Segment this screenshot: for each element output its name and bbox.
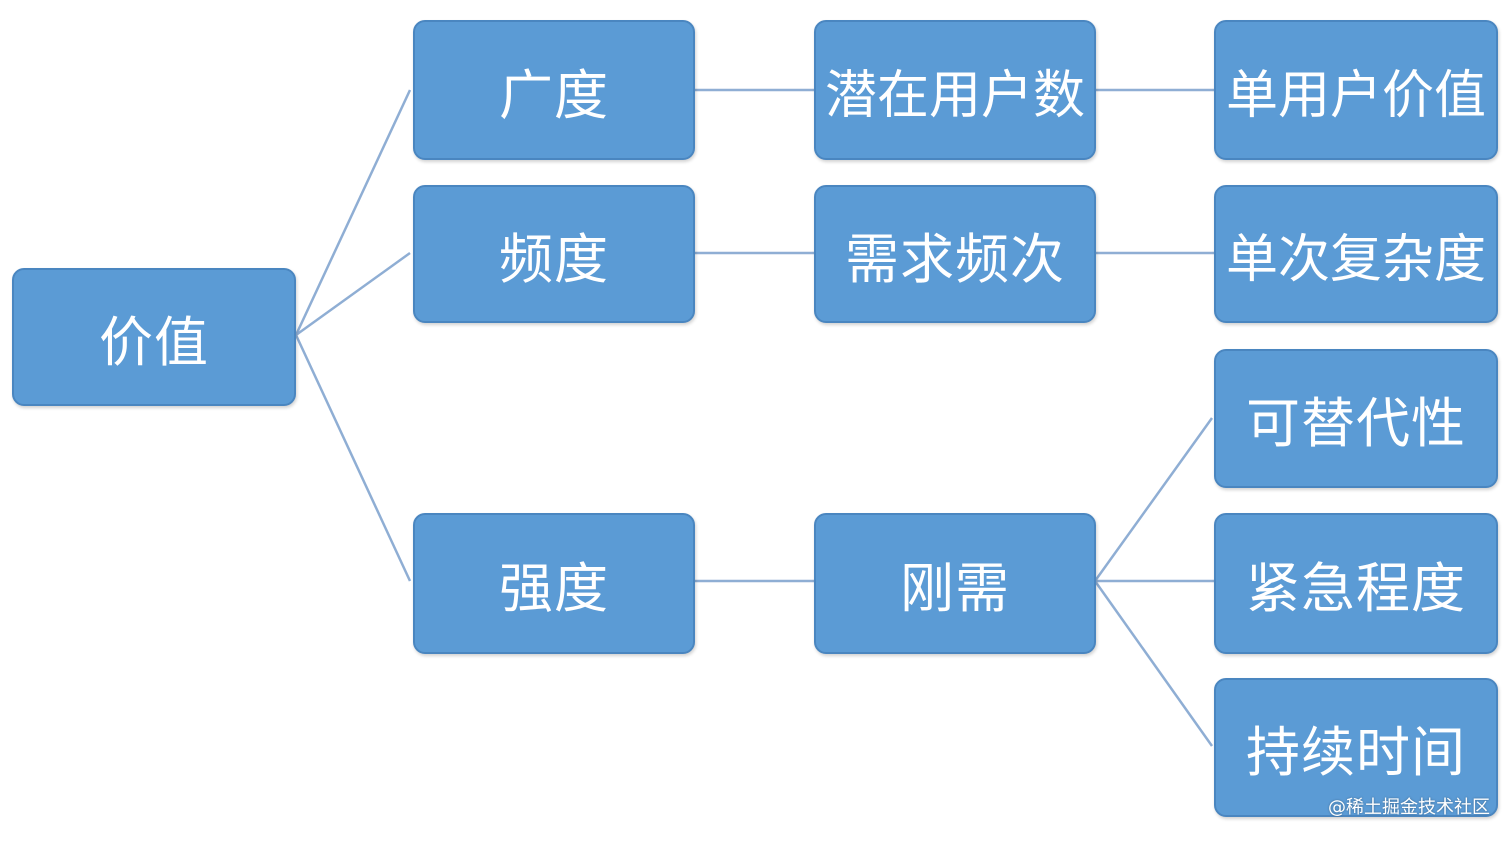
- node-per-user-value: 单用户价值: [1214, 20, 1498, 160]
- node-urgency: 紧急程度: [1214, 513, 1498, 654]
- root-node-value: 价值: [12, 268, 296, 406]
- node-frequency-label: 频度: [499, 227, 609, 291]
- connector-root-breadth: [294, 89, 412, 336]
- connector-root-frequency: [295, 251, 411, 337]
- node-urgency-label: 紧急程度: [1246, 557, 1466, 620]
- node-duration-label: 持续时间: [1246, 721, 1466, 784]
- node-substitutability-label: 可替代性: [1246, 392, 1466, 455]
- node-per-user-value-label: 单用户价值: [1225, 65, 1486, 126]
- node-rigid-demand-label: 刚需: [900, 557, 1010, 620]
- node-frequency: 频度: [413, 185, 695, 323]
- node-demand-frequency: 需求频次: [814, 185, 1096, 323]
- node-intensity: 强度: [413, 513, 695, 654]
- node-potential-users-label: 潜在用户数: [824, 65, 1085, 126]
- node-demand-frequency-label: 需求频次: [845, 227, 1065, 291]
- connector-rigid-leaf-1: [1093, 417, 1214, 582]
- node-potential-users: 潜在用户数: [814, 20, 1096, 160]
- node-intensity-label: 强度: [499, 557, 609, 620]
- node-rigid-demand: 刚需: [814, 513, 1096, 654]
- connector-rigid-leaf-3: [1093, 580, 1214, 747]
- node-per-use-complexity-label: 单次复杂度: [1225, 229, 1486, 290]
- connector-root-intensity: [294, 334, 412, 582]
- root-node-label: 价值: [99, 310, 209, 374]
- node-duration: 持续时间: [1214, 678, 1498, 817]
- node-breadth: 广度: [413, 20, 695, 160]
- node-per-use-complexity: 单次复杂度: [1214, 185, 1498, 323]
- node-breadth-label: 广度: [499, 63, 609, 127]
- watermark-text: @稀土掘金技术社区: [1328, 797, 1490, 818]
- node-substitutability: 可替代性: [1214, 349, 1498, 488]
